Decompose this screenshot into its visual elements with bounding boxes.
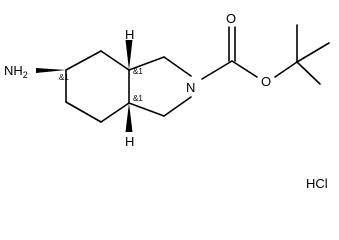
salt-label: HCl [306,176,328,191]
molecule-structure: NH2 N O O H H &1 &1 &1 HCl [4,11,330,191]
bond-c-top-left [65,50,102,71]
amine-label: NH2 [4,63,28,80]
bond-tbu-down [296,61,321,85]
bond-ch2-bottom-bridge [128,102,165,117]
stereo-label-amine-carbon: &1 [59,73,69,82]
stereo-label-top-bridgehead: &1 [133,67,143,76]
bond-n-ch2-bottom [163,96,192,117]
top-stereo-h-label: H [125,27,134,42]
bond-c-bottom-left [65,101,102,123]
wedge-bond-h-bottom [125,103,133,132]
bond-c-top-bridge [100,50,130,71]
stereo-label-bottom-bridgehead: &1 [133,94,143,103]
wedge-bond-amine [36,68,66,73]
bottom-stereo-h-label: H [125,134,134,149]
bond-top-bridge-ch2 [128,56,165,71]
bond-n-carbonyl [201,60,233,80]
bond-ester-o-tbu [274,61,298,78]
carbonyl-oxygen-label: O [226,11,236,26]
structure-canvas: NH2 N O O H H &1 &1 &1 HCl [4,11,330,191]
bond-c-bottom-bridge [100,102,130,123]
wedge-bond-h-top [125,40,133,70]
bond-tbu-right [296,42,330,63]
ring-nitrogen-label: N [186,80,195,95]
bond-carbonyl-ester-o [231,60,258,78]
ester-oxygen-label: O [261,74,271,89]
bond-ch2-n-top [163,56,192,77]
